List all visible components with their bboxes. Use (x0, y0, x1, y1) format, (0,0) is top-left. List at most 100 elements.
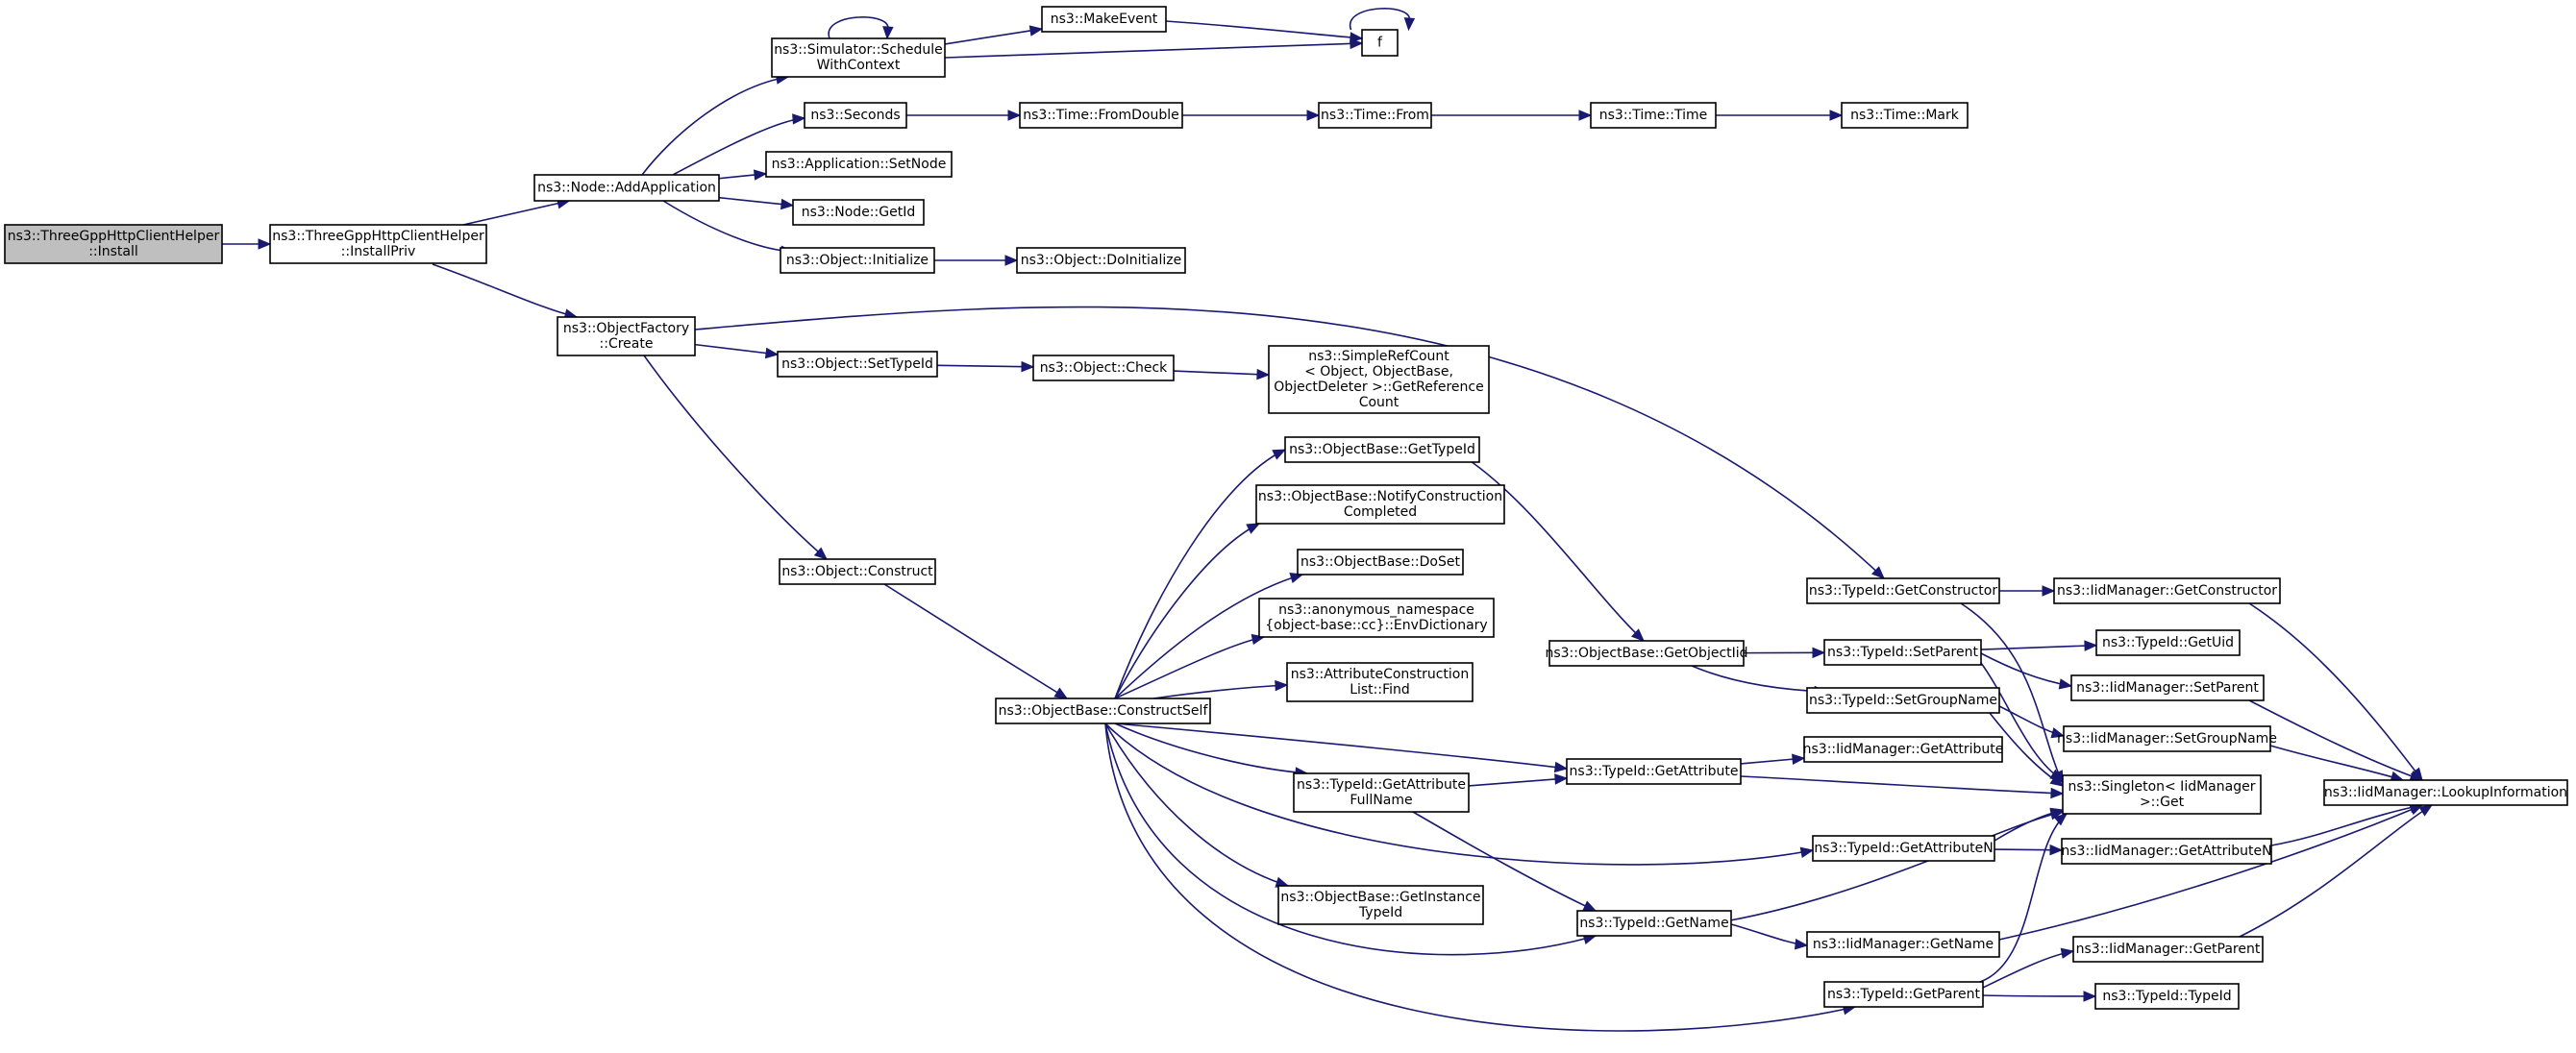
node-iidgetname[interactable]: ns3::IidManager::GetName (1806, 931, 2000, 958)
node-check[interactable]: ns3::Object::Check (1032, 355, 1175, 381)
edge-line (1691, 665, 1827, 693)
edge-line (1114, 449, 1286, 699)
node-tgetctor[interactable]: ns3::TypeId::GetConstructor (1806, 577, 2000, 604)
node-tsetparent[interactable]: ns3::TypeId::SetParent (1823, 639, 1982, 666)
node-box (780, 247, 935, 274)
edge-factorycreate-to-settypeid (694, 343, 780, 359)
node-doset[interactable]: ns3::ObjectBase::DoSet (1297, 549, 1464, 575)
node-label: ns3::ObjectBase::GetInstance (1280, 890, 1480, 905)
edge-arrowhead (1578, 110, 1593, 121)
node-construct[interactable]: ns3::Object::Construct (779, 558, 936, 585)
node-notify[interactable]: ns3::ObjectBase::NotifyConstructionCompl… (1255, 484, 1505, 525)
edge-line (1980, 644, 2097, 650)
edge-tsetparent-to-getuid (1980, 640, 2098, 651)
node-lookup[interactable]: ns3::IidManager::LookupInformation (2323, 779, 2568, 806)
edge-arrowhead (2060, 947, 2075, 959)
node-box (1277, 885, 1484, 925)
node-singleton[interactable]: ns3::Singleton< IidManager>::Get (2062, 774, 2262, 815)
edge-arrowhead (2053, 813, 2068, 826)
edge-arrowhead (1554, 773, 1569, 785)
edge-iidsetparent-to-lookup (2248, 699, 2424, 782)
node-doinitialize[interactable]: ns3::Object::DoInitialize (1016, 247, 1186, 274)
nodes-layer: ns3::ThreeGppHttpClientHelper::Installns… (4, 6, 2568, 1010)
edge-line (1114, 523, 1260, 699)
node-seconds[interactable]: ns3::Seconds (804, 102, 907, 129)
edge-line (828, 16, 889, 39)
node-label: ns3::MakeEvent (1051, 12, 1158, 27)
node-f[interactable]: f (1361, 29, 1399, 57)
node-getuid[interactable]: ns3::TypeId::GetUid (2095, 629, 2241, 656)
node-iidgetattrn[interactable]: ns3::IidManager::GetAttributeN (2061, 838, 2272, 865)
edge-addapp-to-initialize (662, 200, 795, 257)
node-tgetname[interactable]: ns3::TypeId::GetName (1576, 910, 1732, 937)
edge-constructself-to-obgettypeid (1114, 449, 1287, 699)
node-tgetattr[interactable]: ns3::TypeId::GetAttribute (1566, 758, 1742, 785)
node-addapp[interactable]: ns3::Node::AddApplication (533, 174, 720, 202)
edge-line (1152, 684, 1288, 699)
node-getid[interactable]: ns3::Node::GetId (792, 199, 925, 226)
node-box (1318, 102, 1432, 129)
node-installpriv[interactable]: ns3::ThreeGppHttpClientHelper::InstallPr… (269, 224, 487, 264)
node-mark[interactable]: ns3::Time::Mark (1841, 102, 1969, 129)
node-box (4, 224, 223, 264)
node-setnode[interactable]: ns3::Application::SetNode (765, 151, 953, 178)
edge-arrowhead (2418, 804, 2434, 817)
edge-line (643, 355, 828, 560)
node-iidgetctor[interactable]: ns3::IidManager::GetConstructor (2053, 577, 2281, 604)
node-typeidtypeid[interactable]: ns3::TypeId::TypeId (2094, 983, 2240, 1010)
edge-arrowhead (2084, 640, 2098, 651)
node-label: ns3::ThreeGppHttpClientHelper (8, 229, 220, 244)
node-label: ::Create (600, 336, 654, 352)
edge-arrowhead (1792, 753, 1806, 765)
node-box (2061, 838, 2272, 865)
edge-arrowhead (1306, 110, 1321, 121)
node-constructself[interactable]: ns3::ObjectBase::ConstructSelf (995, 698, 1211, 724)
node-iidsetgroup[interactable]: ns3::IidManager::SetGroupName (2057, 725, 2277, 752)
node-label: ns3::TypeId::GetAttribute (1297, 777, 1466, 793)
node-box (1032, 355, 1175, 381)
edge-arrowhead (2050, 787, 2065, 799)
node-label: ns3::Object::Initialize (786, 253, 929, 268)
edge-getobjectiid-to-tsetgroup (1691, 665, 1828, 698)
edge-arrowhead (764, 347, 780, 359)
node-tgetattrn[interactable]: ns3::TypeId::GetAttributeN (1812, 835, 1995, 862)
edge-tgetctor-to-iidgetctor (1999, 585, 2056, 597)
node-from[interactable]: ns3::Time::From (1318, 102, 1432, 129)
node-install[interactable]: ns3::ThreeGppHttpClientHelper::Install (4, 224, 223, 264)
node-label: ns3::Time::From (1321, 108, 1429, 123)
node-refcount[interactable]: ns3::SimpleRefCount< Object, ObjectBase,… (1268, 345, 1490, 414)
node-box (2062, 774, 2262, 815)
node-tgetparent[interactable]: ns3::TypeId::GetParent (1823, 981, 1984, 1008)
node-envdict[interactable]: ns3::anonymous_namespace{object-base::cc… (1258, 598, 1495, 638)
edge-line (944, 42, 1363, 59)
node-settypeid[interactable]: ns3::Object::SetTypeId (777, 351, 938, 378)
edge-arrowhead (780, 198, 795, 210)
edge-iidgetname-to-lookup (1998, 804, 2424, 941)
node-obgettypeid[interactable]: ns3::ObjectBase::GetTypeId (1284, 436, 1480, 463)
node-time[interactable]: ns3::Time::Time (1590, 102, 1717, 129)
edge-arrowhead (1028, 25, 1044, 37)
node-tsetgroup[interactable]: ns3::TypeId::SetGroupName (1806, 687, 2000, 714)
node-iidgetattr[interactable]: ns3::IidManager::GetAttribute (1803, 736, 2004, 763)
node-label: ns3::TypeId::GetConstructor (1809, 583, 1997, 599)
node-box (2053, 577, 2281, 604)
node-label: ns3::TypeId::TypeId (2102, 989, 2231, 1004)
node-box (1268, 345, 1490, 414)
edge-initialize-to-doinitialize (934, 255, 1019, 266)
node-label: WithContext (817, 58, 901, 73)
node-factorycreate[interactable]: ns3::ObjectFactory::Create (557, 316, 696, 356)
edge-line (1114, 722, 1568, 770)
node-label: ns3::Application::SetNode (772, 157, 947, 172)
node-initialize[interactable]: ns3::Object::Initialize (780, 247, 935, 274)
edge-line (1173, 370, 1270, 377)
node-makeevent[interactable]: ns3::MakeEvent (1041, 6, 1167, 33)
node-getobjectiid[interactable]: ns3::ObjectBase::GetObjectIid (1545, 640, 1748, 667)
node-iidgetparent[interactable]: ns3::IidManager::GetParent (2072, 936, 2264, 963)
edge-constructself-to-tgetparent (1104, 722, 1857, 1032)
node-iidsetparent[interactable]: ns3::IidManager::SetParent (2070, 674, 2265, 701)
node-fromdouble[interactable]: ns3::Time::FromDouble (1019, 102, 1183, 129)
